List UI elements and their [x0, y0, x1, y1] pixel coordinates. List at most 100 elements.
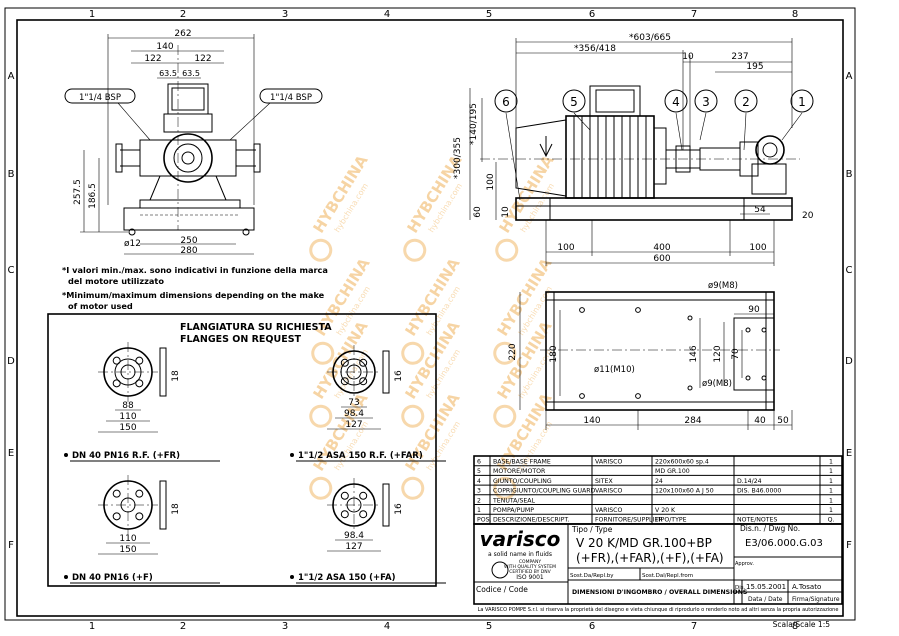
part-balloon-number: 1 [798, 95, 806, 109]
dim-400: 400 [653, 243, 670, 253]
parts-cell: VARISCO [595, 488, 622, 495]
parts-header-cell: POS. [477, 517, 492, 524]
grid-col-label: 4 [384, 9, 390, 20]
grid-col-label: 5 [486, 9, 492, 20]
flanges-title-it: FLANGIATURA SU RICHIESTA [180, 322, 332, 333]
pump-side-view: *603/665 *356/418 10 237 195 [453, 33, 814, 266]
flange-caption: 1"1/2 ASA 150 (+FA) [298, 573, 396, 583]
parts-cell: 1 [829, 478, 833, 485]
flange-dim: 110 [119, 412, 136, 422]
dim-140-195: *140/195 [469, 103, 479, 145]
parts-cell: VARISCO [595, 507, 622, 514]
dim-63-5b: 63.5 [182, 69, 200, 78]
plan-dim-180: 180 [549, 345, 559, 362]
grid-row-label: A [846, 71, 853, 82]
dim-20: 20 [802, 211, 814, 221]
grid-col-label: 4 [384, 621, 390, 632]
quality-company-1: COMPANY [519, 559, 541, 565]
grid-row-label: C [8, 265, 15, 276]
parts-cell: COPRIGIUNTO/COUPLING GUARD [493, 488, 596, 495]
plan-dim-90: 90 [748, 305, 760, 315]
plan-dim-140: 140 [583, 416, 600, 426]
dwg-label: Dis.n. / Dwg No. [740, 524, 800, 533]
sost-by: Sost.Da/Repl.by [570, 573, 614, 579]
signature-label: Firma/Signature [792, 596, 840, 603]
part-balloon [494, 89, 518, 113]
grid-col-label: 2 [180, 621, 186, 632]
dim-100-right: 100 [749, 243, 766, 253]
iso-label: ISO 9001 [516, 574, 544, 581]
watermark-logo [311, 341, 335, 365]
plan-dim-220: 220 [508, 343, 518, 360]
part-balloon [694, 89, 718, 113]
parts-cell: 4 [477, 478, 481, 485]
note-en-1: *Minimum/maximum dimensions depending on… [62, 290, 325, 300]
dim-hole: ø12 [124, 239, 141, 249]
dim-10-h: 10 [501, 206, 511, 218]
parts-cell: MD GR.100 [655, 468, 690, 475]
parts-cell: VARISCO [595, 459, 622, 466]
grid-col-label: 7 [691, 9, 697, 20]
flange-thickness: 18 [171, 503, 181, 515]
watermark-logo [403, 238, 427, 262]
sheet-frame [4, 7, 856, 621]
parts-cell: SITEX [595, 478, 613, 485]
dim-186-5: 186.5 [88, 183, 98, 209]
approv-label: Approv. [735, 561, 754, 567]
dim-603-665: *603/665 [629, 33, 671, 43]
parts-header-cell: Q. [828, 517, 835, 524]
parts-cell: D.14/24 [737, 478, 762, 485]
dim-54: 54 [754, 205, 766, 215]
bsp-label-left: 1"1/4 BSP [79, 93, 121, 103]
dim-195: 195 [746, 62, 763, 72]
plan-dim-50: 50 [777, 416, 789, 426]
dim-356-418: *356/418 [574, 44, 616, 54]
dim-100-h: 100 [486, 173, 496, 190]
grid-col-label: 5 [486, 621, 492, 632]
pump-front-view: 262 140 122 122 63.5 63.5 1"1/4 BSP [64, 29, 323, 256]
dis-label: Dis. [735, 585, 746, 591]
dim-237: 237 [731, 52, 748, 62]
dim-300-355: *300/355 [453, 137, 463, 179]
base-plan-view: ø9(M8) 90 220 180 146 120 70 ø11(M10) ø9… [508, 281, 793, 430]
note-en-2: of motor used [68, 301, 133, 311]
grid-col-label: 8 [792, 9, 798, 20]
parts-cell: 1 [829, 497, 833, 504]
copyright-note: La VARISCO POMPE S.r.l. si riserva la pr… [478, 606, 839, 613]
watermark-logo [401, 341, 425, 365]
grid-row-label: D [7, 356, 15, 367]
dim-122b: 122 [194, 54, 211, 64]
plan-dim-40: 40 [754, 416, 766, 426]
parts-cell: GIUNTO/COUPLING [493, 478, 552, 485]
dim-100-left: 100 [557, 243, 574, 253]
watermark-logo [493, 341, 517, 365]
part-balloon [790, 89, 814, 113]
parts-cell: 2 [477, 497, 481, 504]
flange-caption: DN 40 PN16 (+F) [72, 573, 153, 583]
dim-140: 140 [156, 42, 173, 52]
parts-cell: 1 [829, 459, 833, 466]
watermark-logo [309, 476, 333, 500]
flanges-panel: FLANGIATURA SU RICHIESTA FLANGES ON REQU… [47, 313, 446, 587]
grid-row-label: F [846, 540, 852, 551]
grid-row-label: B [8, 169, 15, 180]
watermark-logo [309, 404, 333, 428]
date-label: Data / Date [748, 596, 783, 603]
plan-dim-284: 284 [684, 416, 701, 426]
dim-262: 262 [174, 29, 191, 39]
note-it-1: *I valori min./max. sono indicativi in f… [62, 265, 328, 275]
parts-cell: 5 [477, 468, 481, 475]
watermark-logo [401, 476, 425, 500]
parts-header-cell: NOTE/NOTES [737, 517, 777, 524]
drawing-title: DIMENSIONI D'INGOMBRO / OVERALL DIMENSIO… [572, 589, 747, 596]
grid-col-label: 2 [180, 9, 186, 20]
note-it-2: del motore utilizzato [68, 276, 164, 286]
logo-tagline: a solid name in fluids [488, 551, 552, 558]
parts-cell: BASE/BASE FRAME [493, 459, 551, 466]
flange-caption: 1"1/2 ASA 150 R.F. (+FAR) [298, 451, 423, 461]
